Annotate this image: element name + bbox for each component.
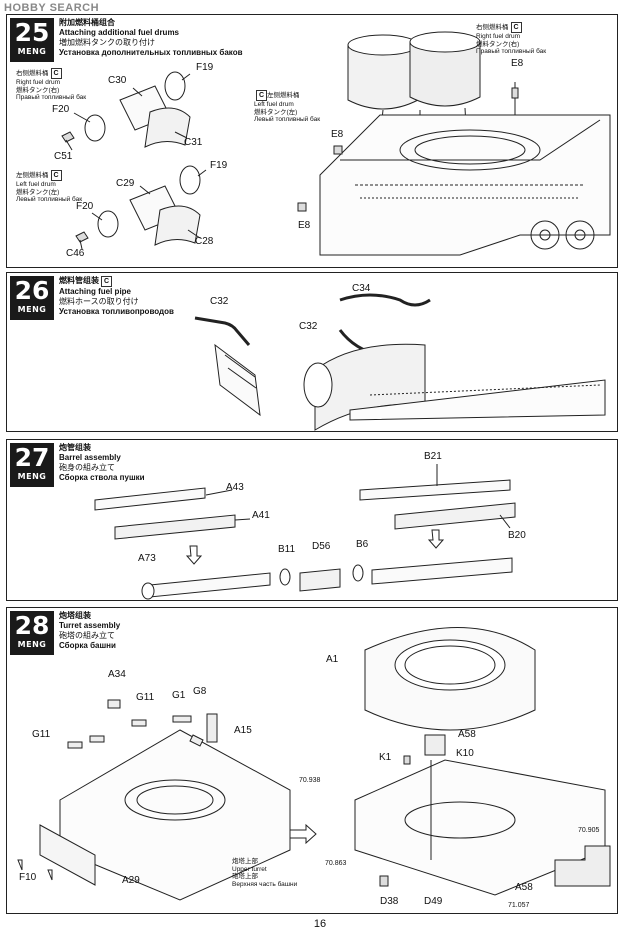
part-label: A58: [458, 729, 476, 740]
part-label: C28: [195, 236, 214, 247]
part-label: E8: [298, 220, 311, 231]
title-en: Turret assembly: [59, 621, 121, 630]
left-drum-exploded: [75, 165, 207, 250]
watermark: HOBBY SEARCH: [4, 2, 100, 14]
step-number-badge: 25 MENG: [10, 18, 54, 62]
step-title: 附加燃料桶组合 Attaching additional fuel drums …: [59, 18, 243, 58]
part-label: B21: [424, 451, 442, 462]
part-label: K10: [456, 748, 474, 759]
step-number: 27: [14, 443, 50, 472]
part-label: C32: [210, 296, 229, 307]
part-label: C32: [299, 321, 318, 332]
part-label: A73: [138, 553, 156, 564]
part-label: C30: [108, 75, 127, 86]
part-label: F20: [52, 104, 70, 115]
assembly-arrow: [289, 823, 317, 845]
part-label: C51: [54, 151, 73, 162]
upper-turret-caption: 炮塔上部 Upper turret 砲塔上部 Верхняя часть баш…: [232, 858, 298, 888]
step-number-badge: 28 MENG: [10, 611, 54, 655]
part-label: F10: [19, 872, 37, 883]
paint-code: 70.905: [578, 827, 600, 834]
part-label: A43: [226, 482, 244, 493]
title-ru: Установка топливопроводов: [59, 307, 174, 316]
hull-rear-deck: [297, 87, 611, 256]
part-label: F19: [210, 160, 228, 171]
part-label: D49: [424, 896, 443, 907]
part-label: A1: [326, 654, 339, 665]
fuel-pipe-assembly: [194, 293, 606, 431]
step-number: 25: [14, 18, 50, 47]
part-label: A29: [122, 875, 140, 886]
part-label: K1: [379, 752, 392, 763]
title-ru: Установка дополнительных топливных баков: [59, 48, 243, 57]
step-number-badge: 27 MENG: [10, 443, 54, 487]
title-cn: 炮塔组装: [59, 611, 91, 620]
part-label: E8: [511, 58, 524, 69]
part-label: F19: [196, 62, 214, 73]
brand-label: MENG: [17, 47, 47, 56]
paint-code: 71.057: [508, 902, 530, 909]
title-en: Barrel assembly: [59, 453, 121, 462]
part-label: G11: [136, 692, 155, 703]
brand-label: MENG: [17, 472, 47, 481]
part-label: D56: [312, 541, 331, 552]
title-cn: 附加燃料桶组合: [59, 18, 115, 27]
part-label: B20: [508, 530, 526, 541]
turret-left-exploded: [17, 699, 291, 901]
part-label: C31: [184, 137, 203, 148]
step-title: 炮塔组装 Turret assembly 砲塔の組み立て Сборка башн…: [59, 611, 120, 651]
part-label: A15: [234, 725, 252, 736]
right-drum-exploded: [61, 71, 191, 151]
paint-code: 70.863: [325, 860, 347, 867]
brand-label: MENG: [17, 640, 47, 649]
part-label: C34: [352, 283, 371, 294]
part-label: B11: [278, 544, 296, 555]
part-label: C29: [116, 178, 135, 189]
part-label: A58: [515, 882, 533, 893]
step-title: 炮管组装 Barrel assembly 砲身の組み立て Сборка ство…: [59, 443, 145, 483]
step-number: 26: [14, 276, 50, 305]
title-en: Attaching fuel pipe: [59, 287, 131, 296]
title-jp: 燃料ホースの取り付け: [59, 297, 139, 306]
title-jp: 増加燃料タンクの取り付け: [59, 38, 155, 47]
part-label: F20: [76, 201, 94, 212]
part-label: A34: [108, 669, 126, 680]
step-number-badge: 26 MENG: [10, 276, 54, 320]
step-number: 28: [14, 611, 50, 640]
turret-right-assembled: [354, 627, 611, 896]
part-label: D38: [380, 896, 399, 907]
page-number: 16: [313, 918, 327, 930]
part-label: E8: [331, 129, 344, 140]
part-label: G11: [32, 729, 51, 740]
title-jp: 砲塔の組み立て: [59, 631, 115, 640]
part-label: B6: [356, 539, 369, 550]
title-en: Attaching additional fuel drums: [59, 28, 180, 37]
part-label: G8: [193, 686, 207, 697]
title-cn: 炮管组装: [59, 443, 91, 452]
title-ru: Сборка башни: [59, 641, 116, 650]
part-label: A41: [252, 510, 270, 521]
part-label: G1: [172, 690, 186, 701]
paint-code: 70.938: [299, 777, 321, 784]
title-ru: Сборка ствола пушки: [59, 473, 145, 482]
barrel-assembly-drawing: [94, 464, 516, 600]
title-jp: 砲身の組み立て: [59, 463, 115, 472]
brand-label: MENG: [17, 305, 47, 314]
part-label: C46: [66, 248, 85, 259]
